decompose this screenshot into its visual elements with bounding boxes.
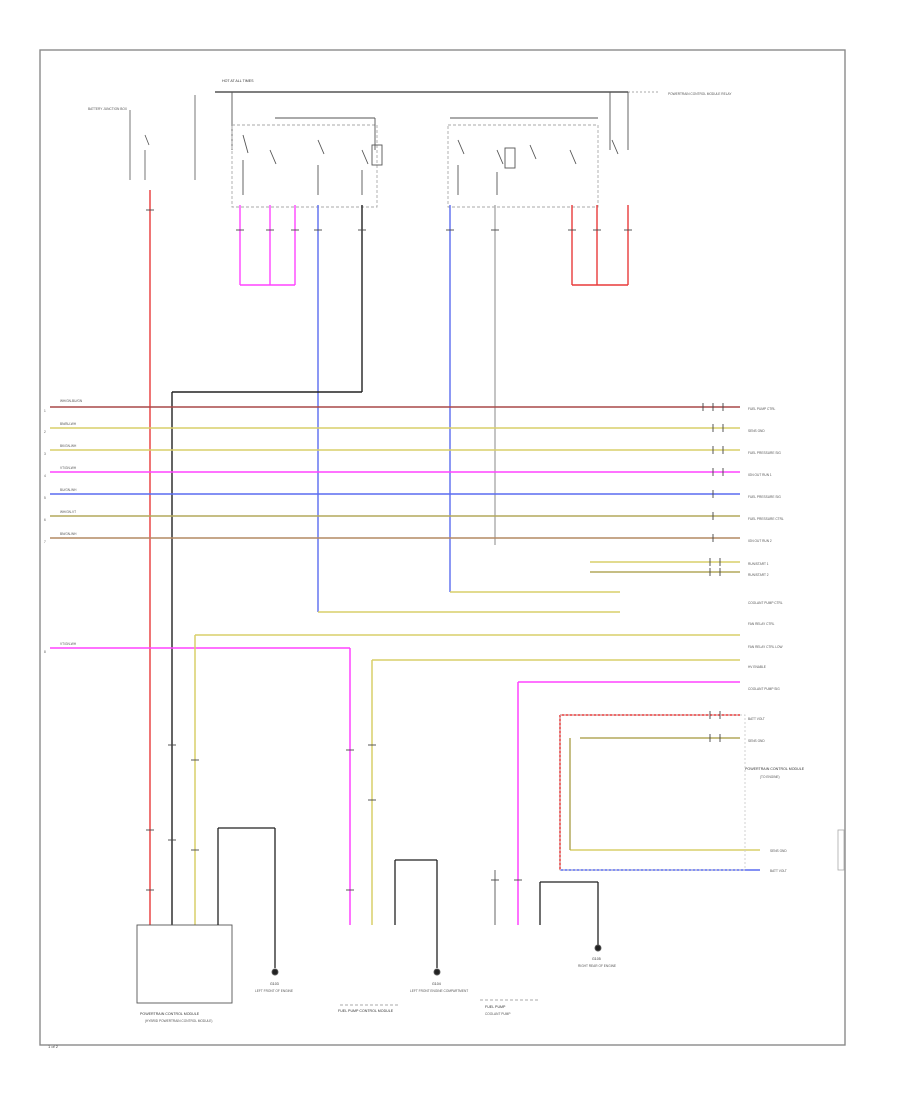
sig-label-10: COOLANT PUMP CTRL	[748, 601, 783, 605]
code-3: BK/GN-WH	[60, 444, 77, 448]
vertical-connectors	[146, 209, 632, 891]
code-6: WH/GN-VT	[60, 510, 76, 514]
right-module-sub: (TO ENGINE)	[760, 775, 780, 779]
comp-coolant-pump: COOLANT PUMP	[485, 1012, 510, 1016]
pin-2: 2	[44, 430, 46, 434]
sig-label-1: FUEL PUMP CTRL	[748, 407, 776, 411]
sig-label-12: FAN RELAY CTRL LOW	[748, 645, 782, 649]
sig-label-4: IGN OUT RUN 1	[748, 473, 772, 477]
sig-label-13: HV ENABLE	[748, 665, 766, 669]
pin-1: 1	[44, 409, 46, 413]
right-module-label: POWERTRAIN CONTROL MODULE	[745, 767, 805, 771]
sig-label-2: SENS GND	[748, 429, 765, 433]
comp-fuel-pump: FUEL PUMP	[485, 1005, 506, 1009]
top-drops	[149, 190, 629, 925]
code-5: BU/GN-WH	[60, 488, 77, 492]
sig-label-16: SENS GND	[748, 739, 765, 743]
pin-6: 6	[44, 518, 46, 522]
pin-3: 3	[44, 452, 46, 456]
diagram-frame	[39, 49, 846, 1046]
pin-7: 7	[44, 540, 46, 544]
code-2: BN/BU-WH	[60, 422, 77, 426]
right-note-label: POWERTRAIN CONTROL MODULE RELAY	[668, 92, 732, 96]
sig-label-17: SENS GND	[770, 849, 787, 853]
code-8: VT/GN-WH	[60, 642, 77, 646]
sig-label-8: RUN/START 1	[748, 562, 769, 566]
sig-label-14: COOLANT PUMP SIG	[748, 687, 780, 691]
sig-label-6: FUEL PRESSURE CTRL	[748, 517, 784, 521]
sig-label-15: BATT VOLT	[748, 717, 765, 721]
left-wire-labels: 1 WH/GN-BU/GN 2 BN/BU-WH 3 BK/GN-WH 4 VT…	[44, 399, 83, 654]
comp-g103-sub: LEFT FRONT OF ENGINE	[255, 989, 293, 993]
sig-label-3: FUEL PRESSURE SIG	[748, 451, 781, 455]
pin-5: 5	[44, 496, 46, 500]
sig-label-9: RUN/START 2	[748, 573, 769, 577]
sig-label-11: FAN RELAY CTRL	[748, 622, 775, 626]
left-note-label: BATTERY JUNCTION BOX	[88, 107, 128, 111]
wire-bus	[50, 406, 760, 925]
comp-g103: G103	[270, 982, 279, 986]
sig-label-18: BATT VOLT	[770, 869, 787, 873]
fuse-box-label: HOT AT ALL TIMES	[222, 79, 254, 83]
pin-8: 8	[44, 650, 46, 654]
fuse-labels: HOT AT ALL TIMES BATTERY JUNCTION BOX PO…	[88, 79, 732, 111]
sig-label-5: FUEL PRESSURE SIG	[748, 495, 781, 499]
comp-fpcm: FUEL PUMP CONTROL MODULE	[338, 1009, 394, 1013]
code-7: BN/GN-WH	[60, 532, 77, 536]
bottom-labels: POWERTRAIN CONTROL MODULE (HYBRID POWERT…	[140, 957, 616, 1023]
comp-pcm: POWERTRAIN CONTROL MODULE	[140, 1012, 200, 1016]
bottom-components	[136, 714, 746, 1006]
comp-g104: G104	[432, 982, 441, 986]
comp-g104-sub: LEFT FRONT ENGINE COMPARTMENT	[410, 989, 468, 993]
pin-4: 4	[44, 474, 46, 478]
sig-label-7: IGN OUT RUN 2	[748, 539, 772, 543]
code-4: VT/GN-WH	[60, 466, 77, 470]
frame-edge-mark	[837, 829, 845, 871]
connector-ticks	[702, 403, 724, 742]
relay-block	[215, 91, 660, 208]
comp-pcm-sub: (HYBRID POWERTRAIN CONTROL MODULE)	[145, 1019, 212, 1023]
battery-feed	[129, 95, 196, 180]
code-1: WH/GN-BU/GN	[60, 399, 83, 403]
comp-g105-sub: RIGHT REAR OF ENGINE	[578, 964, 616, 968]
page-number: 1 of 2	[48, 1044, 59, 1049]
right-signal-labels: FUEL PUMP CTRL SENS GND FUEL PRESSURE SI…	[745, 407, 805, 873]
comp-g105: G105	[592, 957, 601, 961]
